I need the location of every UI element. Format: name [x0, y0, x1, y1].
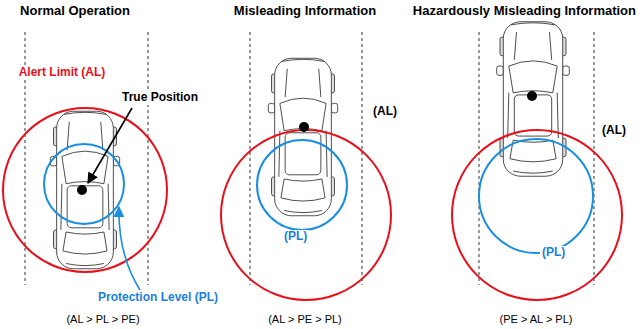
panel-title: Hazardously Misleading Information — [411, 4, 638, 19]
panel-misleading — [221, 32, 391, 300]
panel-hazardous — [452, 22, 622, 300]
protection-level-label: (PL) — [540, 246, 567, 260]
panel-title: Misleading Information — [232, 4, 378, 19]
true-position-label: True Position — [120, 91, 200, 105]
protection-level-label: (PL) — [282, 230, 309, 244]
condition-label: (PE > AL > PL) — [498, 313, 575, 326]
alert-limit-label: (AL) — [600, 124, 628, 138]
panel-title: Normal Operation — [18, 4, 132, 19]
alert-limit-label: Alert Limit (AL) — [17, 66, 108, 80]
condition-label: (AL > PE > PL) — [266, 313, 344, 326]
panel-normal — [3, 32, 167, 290]
alert-limit-label: (AL) — [371, 105, 399, 119]
condition-label: (AL > PL > PE) — [64, 313, 141, 326]
protection-level-label: Protection Level (PL) — [96, 291, 220, 305]
